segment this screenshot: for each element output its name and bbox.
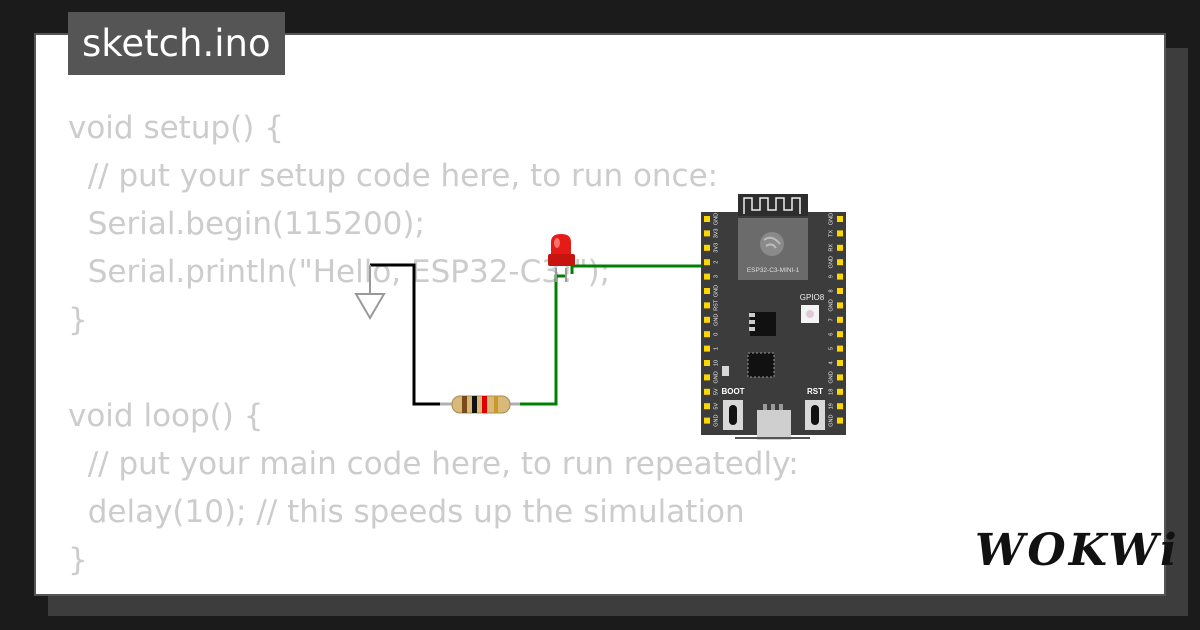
usb-port [757,410,791,440]
pin-label: 19 [828,403,834,409]
code-line: void loop() { [68,398,264,434]
code-block: void setup() { // put your setup code he… [68,104,799,584]
pin-left[interactable] [704,374,710,381]
pin-left[interactable] [704,388,710,395]
pin-label: RX [828,244,834,252]
pin-label: GND [713,285,719,297]
pin-label: 18 [828,389,834,395]
pin-left[interactable] [704,316,710,323]
code-card [34,33,1166,596]
pin-label: 3 [713,275,719,278]
code-line: void setup() { [68,110,284,146]
pin-right[interactable] [837,417,843,424]
pin-right[interactable] [837,259,843,266]
pin-label: 10 [713,360,719,366]
boot-label: BOOT [721,387,744,396]
pin-label: 5V [713,403,719,410]
resistor[interactable] [440,395,520,414]
pin-label: GND [828,414,834,426]
pin-label: GND [828,213,834,225]
code-line: } [68,302,88,338]
pin-label: GND [828,371,834,383]
pin-label: GND [828,299,834,311]
green-wire-led-board[interactable] [570,264,708,274]
red-led[interactable] [548,234,575,282]
ground-symbol-icon[interactable] [354,265,386,320]
pin-label: 0 [713,333,719,336]
green-wire-resistor-led[interactable] [520,274,566,406]
pin-right[interactable] [837,403,843,410]
code-line: delay(10); // this speeds up the simulat… [68,494,745,530]
pin-right[interactable] [837,216,843,222]
pin-label: GND [713,371,719,383]
code-line: } [68,542,88,578]
wokwi-logo: WOKWi [975,525,1180,576]
pin-left[interactable] [704,273,710,280]
esp32-c3-board[interactable]: ESP32-C3-MINI-1 GPIO8 BOOT RST GND 3V3 3V3… [701,194,846,440]
pin-left[interactable] [704,360,710,366]
file-tab[interactable]: sketch.ino [68,12,285,75]
pin-left[interactable] [704,345,710,352]
pin-label: 8 [828,289,834,292]
pin-label: GND [713,314,719,326]
pin-left[interactable] [704,403,710,410]
code-line: Serial.println("Hello, ESP32-C3!"); [68,254,611,290]
pin-left[interactable] [704,244,710,251]
pin-left[interactable] [704,302,710,309]
pin-right[interactable] [837,244,843,251]
pin-label: 7 [828,318,834,321]
pin-label: 2 [713,261,719,264]
black-wire[interactable] [370,263,452,406]
gpio8-label: GPIO8 [800,293,825,302]
pin-right[interactable] [837,230,843,237]
module-label: ESP32-C3-MINI-1 [747,267,800,274]
pin-right[interactable] [837,374,843,381]
pin-label: 4 [828,361,834,364]
pin-right[interactable] [837,360,843,366]
pin-left[interactable] [704,259,710,266]
code-line: Serial.begin(115200); [68,206,425,242]
pin-right[interactable] [837,288,843,294]
pin-label: 5 [828,347,834,350]
pin-right[interactable] [837,331,843,338]
pin-right[interactable] [837,302,843,309]
rst-label: RST [807,387,823,396]
pin-label: 1 [713,347,719,350]
code-line: // put your main code here, to run repea… [68,446,799,482]
pin-right[interactable] [837,345,843,352]
pin-left[interactable] [704,216,710,222]
pin-label: 3V3 [713,243,719,253]
pin-label: GND [713,213,719,225]
pin-label: RST [713,299,719,311]
pin-label: GND [713,414,719,426]
pin-right[interactable] [837,388,843,395]
pin-left[interactable] [704,288,710,294]
code-line: // put your setup code here, to run once… [68,158,719,194]
pin-label: 6 [828,333,834,336]
pin-headers: GND3V33V323GNDRSTGND0110GND5V5VGNDGNDTXR… [704,213,843,427]
pin-left[interactable] [704,331,710,338]
pin-label: 3V3 [713,229,719,239]
pin-left[interactable] [704,417,710,424]
pin-left[interactable] [704,230,710,237]
pin-label: 9 [828,275,834,278]
pin-label: 5V [713,388,719,395]
pin-label: GND [828,256,834,268]
pin-right[interactable] [837,273,843,280]
pin-label: TX [828,230,834,237]
pin-right[interactable] [837,316,843,323]
